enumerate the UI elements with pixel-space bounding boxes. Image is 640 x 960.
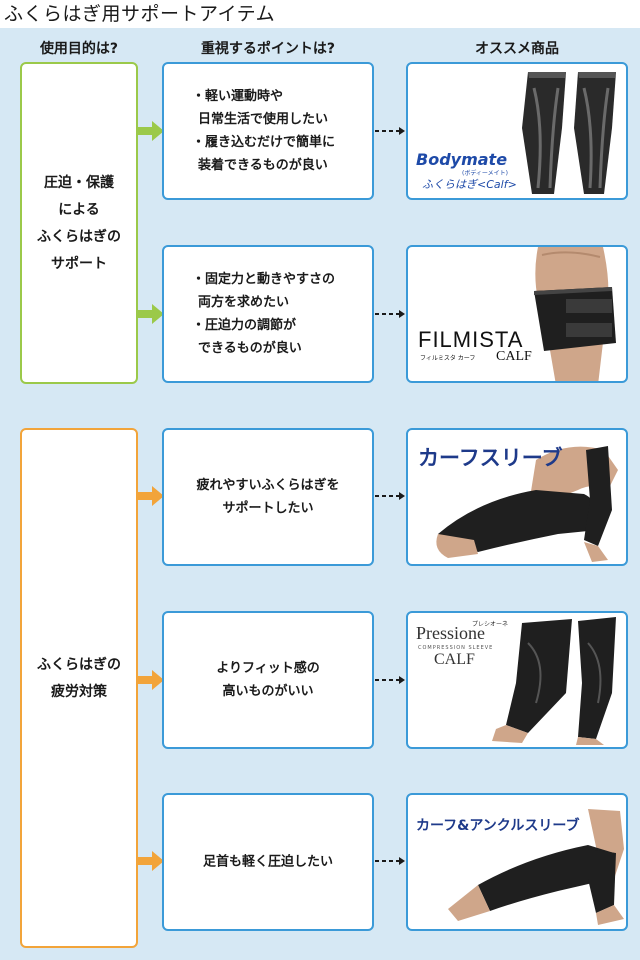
calf-sleeve-image (492, 617, 616, 745)
purpose-box-fatigue: ふくらはぎの 疲労対策 (20, 428, 138, 948)
point-line: ・圧迫力の調節が (192, 318, 297, 333)
brand-subtitle: (ボディーメイト) (462, 170, 509, 177)
dashed-arrow-icon (375, 310, 405, 318)
page-title: ふくらはぎ用サポートアイテム (4, 3, 276, 25)
header-points: 重視するポイントは? (200, 41, 336, 57)
dashed-arrow-icon (375, 676, 405, 684)
point-line: 装着できるものが良い (198, 158, 328, 173)
purpose-box-compression: 圧迫・保護 による ふくらはぎの サポート (20, 62, 138, 384)
point-line: できるものが良い (198, 341, 302, 356)
point-box-2: ・固定力と動きやすさの 両方を求めたい ・圧迫力の調節が できるものが良い (162, 245, 374, 383)
product-card-filmista[interactable]: FILMISTA フィルミスタ カーフ CALF (406, 245, 628, 383)
header-purpose: 使用目的は? (39, 41, 119, 57)
point-box-3: 疲れやすいふくらはぎを サポートしたい (162, 428, 374, 566)
header-recommended: オススメ商品 (475, 41, 559, 57)
brand-logo: カーフ&アンクルスリーブ (416, 818, 580, 834)
calf-ankle-sleeve-image (448, 809, 624, 925)
brand-logo: Pressione (416, 623, 485, 643)
brand-logo: Bodymate (416, 150, 508, 169)
purpose-line: 圧迫・保護 (44, 175, 114, 191)
brand-logo: FILMISTA (418, 327, 524, 352)
product-card-calf-sleeve[interactable]: カーフスリーブ (406, 428, 628, 566)
dashed-arrow-icon (375, 857, 405, 865)
purpose-line: による (58, 202, 100, 218)
point-line: サポートしたい (222, 501, 314, 516)
product-card-pressione[interactable]: プレシオーネ Pressione COMPRESSION SLEEVE CALF (406, 611, 628, 749)
dashed-arrow-icon (375, 492, 405, 500)
calf-sleeve-image (522, 72, 616, 194)
brand-subtitle: フィルミスタ カーフ (420, 355, 476, 362)
arrow-right-icon (138, 304, 164, 324)
point-line: 足首も軽く圧迫したい (202, 854, 333, 870)
product-name: ふくらはぎ<Calf> (422, 178, 517, 191)
calf-wrap-image (534, 247, 616, 381)
point-line: 日常生活で使用したい (198, 112, 329, 127)
dashed-arrow-icon (375, 127, 405, 135)
product-card-bodymate[interactable]: Bodymate (ボディーメイト) ふくらはぎ<Calf> (406, 62, 628, 200)
arrow-right-icon (138, 851, 164, 871)
purpose-line: ふくらはぎの (37, 657, 121, 673)
brand-logo: カーフスリーブ (418, 446, 563, 470)
calf-sleeve-image (436, 446, 618, 562)
purpose-line: サポート (51, 256, 107, 272)
point-box-4: よりフィット感の 高いものがいい (162, 611, 374, 749)
point-box-5: 足首も軽く圧迫したい (162, 793, 374, 931)
point-line: ・固定力と動きやすさの (192, 272, 336, 287)
purpose-line: ふくらはぎの (37, 229, 121, 245)
product-name: CALF (496, 349, 532, 364)
point-line: 疲れやすいふくらはぎを (196, 478, 340, 493)
arrow-right-icon (138, 486, 164, 506)
arrow-right-icon (138, 121, 164, 141)
brand-kana: プレシオーネ (472, 621, 509, 628)
point-line: ・軽い運動時や (192, 89, 284, 104)
point-line: よりフィット感の (216, 661, 320, 676)
product-name: CALF (434, 651, 475, 668)
brand-subtitle: COMPRESSION SLEEVE (418, 645, 494, 651)
purpose-line: 疲労対策 (51, 684, 107, 700)
point-box-1: ・軽い運動時や 日常生活で使用したい ・履き込むだけで簡単に 装着できるものが良… (162, 62, 374, 200)
product-card-calf-ankle-sleeve[interactable]: カーフ&アンクルスリーブ (406, 793, 628, 931)
point-line: 高いものがいい (222, 684, 314, 699)
point-line: 両方を求めたい (198, 295, 290, 310)
arrow-right-icon (138, 670, 164, 690)
point-line: ・履き込むだけで簡単に (192, 135, 336, 150)
